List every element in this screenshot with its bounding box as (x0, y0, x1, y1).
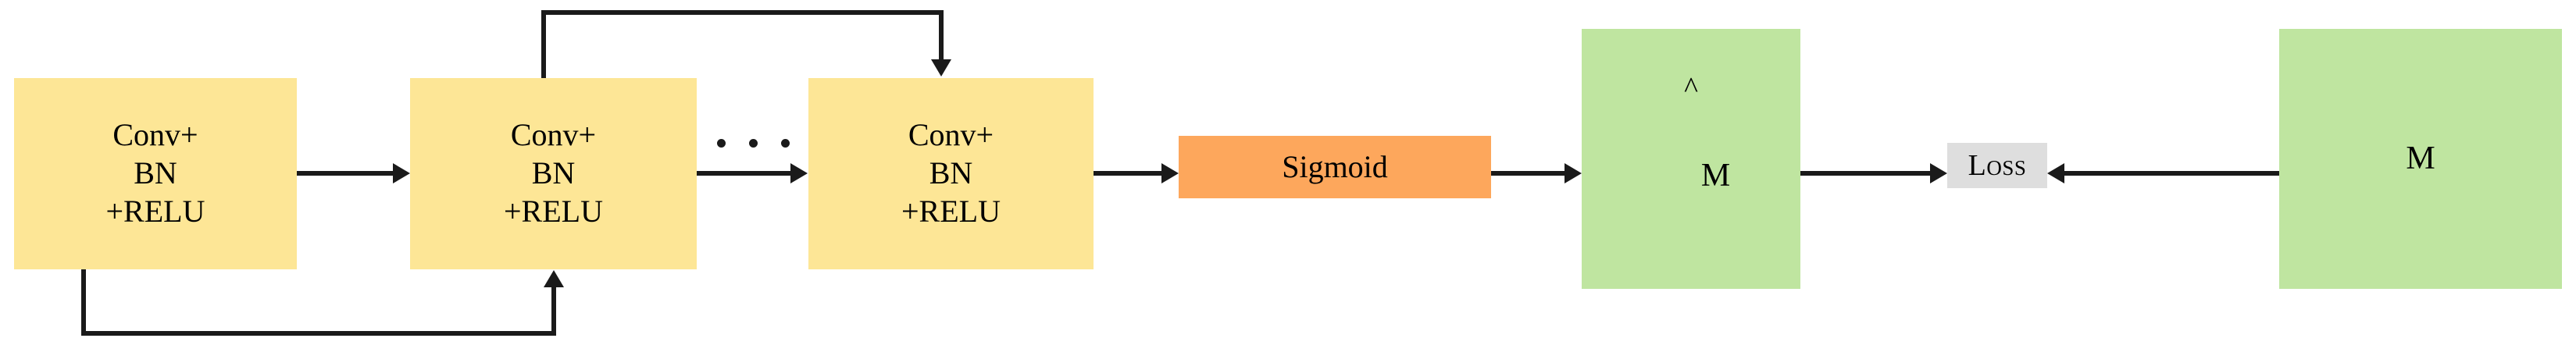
node-loss[interactable]: Loss (1947, 143, 2047, 188)
skip-above-descend (939, 10, 944, 59)
edge-conv1-to-conv2-line (297, 171, 393, 176)
predicted-mask-label: M (1700, 157, 1731, 194)
skip-above-span (541, 10, 944, 15)
conv1-line-1: Conv+ (112, 117, 198, 153)
edge-conv3-to-sigmoid-arrowhead (1161, 163, 1179, 183)
conv3-line-1: Conv+ (908, 117, 994, 153)
edge-sigmoid-to-predicted-mask-line (1491, 171, 1565, 176)
node-conv-block-1[interactable]: Conv+ BN +RELU (14, 78, 297, 269)
edge-predicted-mask-to-loss-line (1800, 171, 1930, 176)
ellipsis-dot-1 (717, 139, 726, 148)
sigmoid-label: Sigmoid (1282, 148, 1388, 184)
conv3-line-3: +RELU (901, 193, 1001, 229)
edge-conv3-to-sigmoid-line (1094, 171, 1161, 176)
node-conv-block-3[interactable]: Conv+ BN +RELU (808, 78, 1094, 269)
conv2-line-1: Conv+ (510, 117, 597, 153)
conv1-line-3: +RELU (105, 193, 205, 229)
skip-above-ascend (541, 10, 546, 78)
edge-conv2-to-conv3-line (697, 171, 790, 176)
conv3-line-2: BN (929, 155, 973, 191)
skip-below-arrowhead (544, 270, 564, 287)
ground-truth-mask-label: M (2406, 140, 2435, 176)
edge-ground-truth-to-loss-arrowhead (2047, 163, 2064, 183)
conv2-line-3: +RELU (504, 193, 603, 229)
node-conv-block-2[interactable]: Conv+ BN +RELU (410, 78, 697, 269)
node-sigmoid[interactable]: Sigmoid (1179, 136, 1491, 198)
node-predicted-mask[interactable]: ^ M (1582, 29, 1800, 289)
edge-ground-truth-to-loss-line (2064, 171, 2279, 176)
conv2-line-2: BN (531, 155, 576, 191)
m-hat-group: ^ M (1652, 73, 1731, 225)
ellipsis-dot-2 (749, 139, 758, 148)
edge-sigmoid-to-predicted-mask-arrowhead (1565, 163, 1582, 183)
node-ground-truth-mask[interactable]: M (2279, 29, 2562, 289)
ellipsis-indicator (717, 139, 790, 148)
conv1-line-2: BN (134, 155, 177, 191)
skip-above-arrowhead (931, 59, 951, 77)
ellipsis-dot-3 (781, 139, 790, 148)
circumflex-accent: ^ (1684, 71, 1698, 105)
loss-label: Loss (1968, 148, 2027, 182)
edge-predicted-mask-to-loss-arrowhead (1930, 163, 1947, 183)
skip-below-ascend (551, 287, 556, 336)
edge-conv1-to-conv2-arrowhead (393, 163, 410, 183)
skip-below-span (81, 331, 556, 336)
skip-below-descend (81, 269, 86, 336)
edge-conv2-to-conv3-arrowhead (790, 163, 808, 183)
